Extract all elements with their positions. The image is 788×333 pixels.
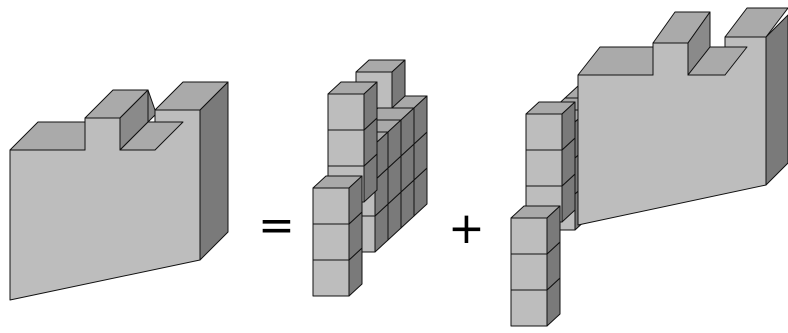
- solid-slab-top-tower2: [724, 7, 788, 38]
- solid-slab-notch-floor: [687, 46, 748, 76]
- cube: [312, 175, 363, 225]
- solid-slab-top-left: [577, 46, 654, 76]
- solid-prism-tower1-side: [147, 89, 156, 123]
- solid-prism-top-left: [9, 121, 86, 151]
- cube: [510, 205, 561, 255]
- solid-prism: [9, 81, 229, 301]
- plus-sign: +: [448, 203, 485, 254]
- cube-stack: [312, 59, 428, 297]
- solid-slab: [577, 7, 788, 226]
- solid-prism-top-tower2: [154, 81, 229, 111]
- cube: [327, 81, 378, 131]
- cube: [525, 101, 576, 151]
- solid-prism-side: [199, 81, 229, 261]
- solid-prism-notch-floor: [119, 121, 184, 151]
- equals-sign: =: [258, 200, 295, 251]
- solid-slab-side: [765, 14, 788, 186]
